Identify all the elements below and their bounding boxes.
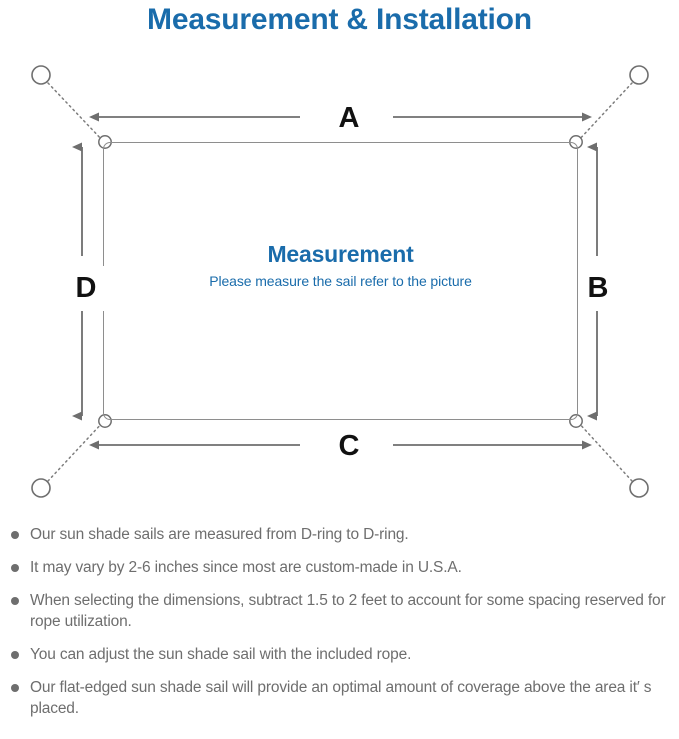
note-text: It may vary by 2-6 inches since most are… [30, 559, 462, 576]
measurement-heading: Measurement [267, 241, 414, 267]
rope-bottom-right-line [576, 420, 633, 482]
anchor-point-bottom-right-icon [629, 478, 649, 498]
dimension-label-d: D [66, 266, 106, 311]
sail-measurement-diagram: Measurement Please measure the sail refe… [0, 44, 679, 519]
anchor-point-bottom-left-icon [31, 478, 51, 498]
sail-center-text: Measurement Please measure the sail refe… [103, 240, 578, 292]
dimension-label-c: C [305, 430, 393, 463]
list-item: Our flat-edged sun shade sail will provi… [0, 677, 679, 719]
bullet-icon [11, 564, 19, 572]
bullet-icon [11, 651, 19, 659]
list-item: It may vary by 2-6 inches since most are… [0, 557, 679, 578]
list-item: Our sun shade sails are measured from D-… [0, 524, 679, 545]
dimension-label-b: B [578, 266, 618, 311]
rope-bottom-left-line [47, 420, 105, 482]
dimension-label-a: A [305, 102, 393, 135]
note-text: Our sun shade sails are measured from D-… [30, 526, 409, 543]
rope-top-left-line [47, 82, 105, 143]
note-text: When selecting the dimensions, subtract … [30, 592, 666, 630]
bullet-icon [11, 684, 19, 692]
rope-top-right-line [576, 82, 633, 143]
list-item: You can adjust the sun shade sail with t… [0, 644, 679, 665]
list-item: When selecting the dimensions, subtract … [0, 590, 679, 632]
note-text: You can adjust the sun shade sail with t… [30, 646, 412, 663]
notes-list: Our sun shade sails are measured from D-… [0, 524, 679, 731]
bullet-icon [11, 531, 19, 539]
note-text: Our flat-edged sun shade sail will provi… [30, 679, 652, 717]
anchor-point-top-right-icon [629, 65, 649, 85]
page-title: Measurement & Installation [147, 3, 532, 36]
bullet-icon [11, 597, 19, 605]
measurement-subheading: Please measure the sail refer to the pic… [209, 273, 472, 289]
anchor-point-top-left-icon [31, 65, 51, 85]
